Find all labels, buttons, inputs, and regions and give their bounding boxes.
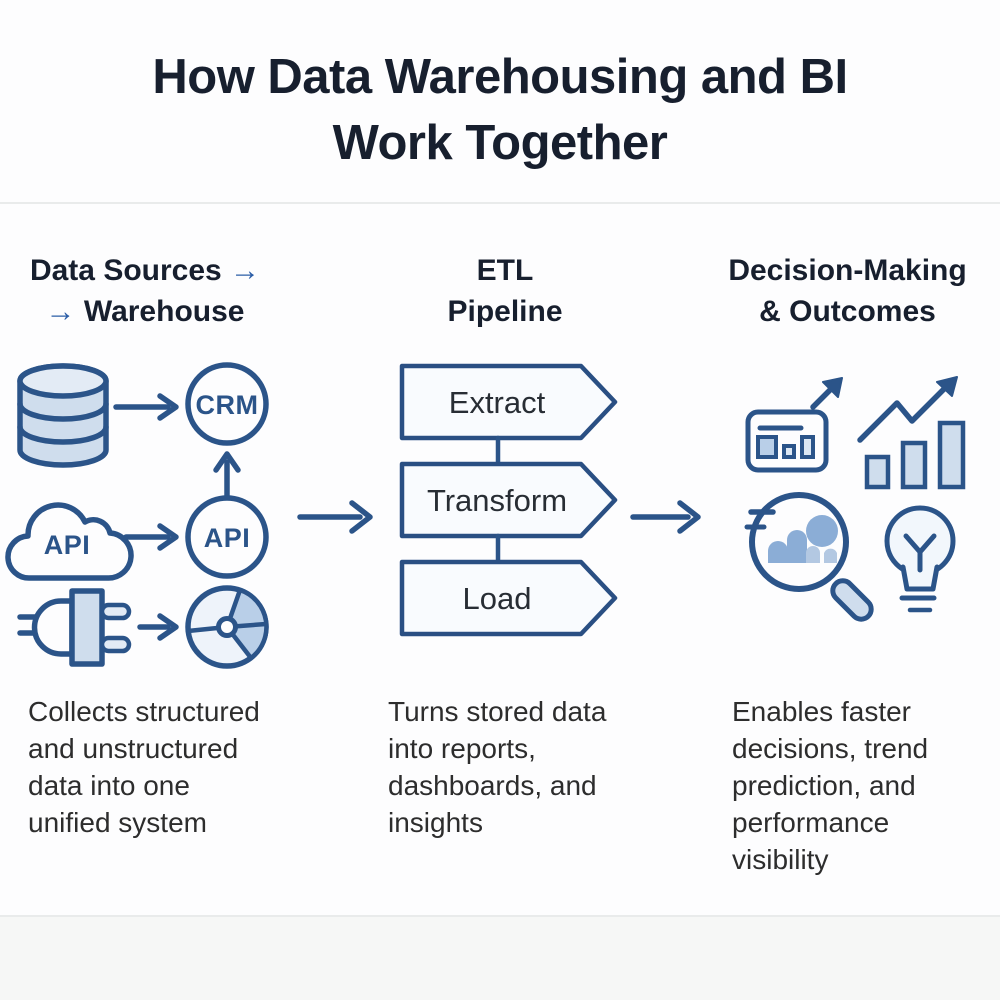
arrow-sources-to-etl (297, 500, 373, 534)
footer-band (0, 917, 1000, 1000)
crm-label: CRM (196, 390, 259, 420)
magnifier-analytics-icon (744, 492, 874, 622)
arrow-etl-to-outcomes (630, 500, 701, 534)
column-header-etl-pipeline: ETL Pipeline (447, 254, 563, 328)
dashboard-report-icon (745, 377, 843, 473)
trend-arrow-head (936, 376, 958, 397)
etl-step-load-label: Load (463, 581, 532, 616)
right-arrow-glyph: → (45, 295, 76, 328)
column-header-data-sources: Data Sources → → Warehouse (0, 250, 290, 332)
data-wheel-icon (185, 585, 269, 669)
plug-icon (17, 588, 132, 667)
arrow-api-to-crm (213, 451, 241, 501)
trend-chart-icon (857, 376, 966, 490)
etl-step-extract-label: Extract (449, 385, 546, 420)
magnifier-handle (830, 578, 874, 622)
arrow-plug-to-wheel (137, 613, 179, 641)
api-circle-label: API (204, 523, 251, 553)
etl-step-extract: Extract (399, 363, 618, 441)
column-header-decision-making: Decision-Making & Outcomes (728, 254, 967, 328)
etl-step-load: Load (399, 559, 618, 637)
api-cloud-icon: API (5, 502, 134, 581)
page-title: How Data Warehousing and BI Work Togethe… (152, 50, 848, 170)
arrow-cloud-to-api (123, 523, 179, 551)
database-icon (17, 363, 109, 468)
api-circle-icon: API (185, 495, 269, 579)
filament (903, 533, 937, 573)
crm-circle-icon: CRM (185, 362, 269, 446)
lightbulb-icon (884, 505, 956, 613)
description-data-sources: Collects structured and unstructured dat… (28, 696, 260, 838)
etl-step-transform: Transform (399, 461, 618, 539)
api-cloud-label: API (44, 530, 91, 560)
bottom-divider (0, 915, 1000, 917)
header-text-data-sources: Data Sources (29, 254, 222, 287)
top-divider (0, 202, 1000, 204)
growth-arrow-icon (822, 377, 843, 398)
etl-step-transform-label: Transform (427, 483, 567, 518)
right-arrow-glyph: → (230, 254, 261, 287)
description-outcomes: Enables faster decisions, trend predicti… (732, 696, 929, 875)
arrow-database-to-crm (113, 393, 179, 421)
header-text-warehouse: Warehouse (83, 295, 245, 328)
description-etl-pipeline: Turns stored data into reports, dashboar… (388, 696, 607, 838)
